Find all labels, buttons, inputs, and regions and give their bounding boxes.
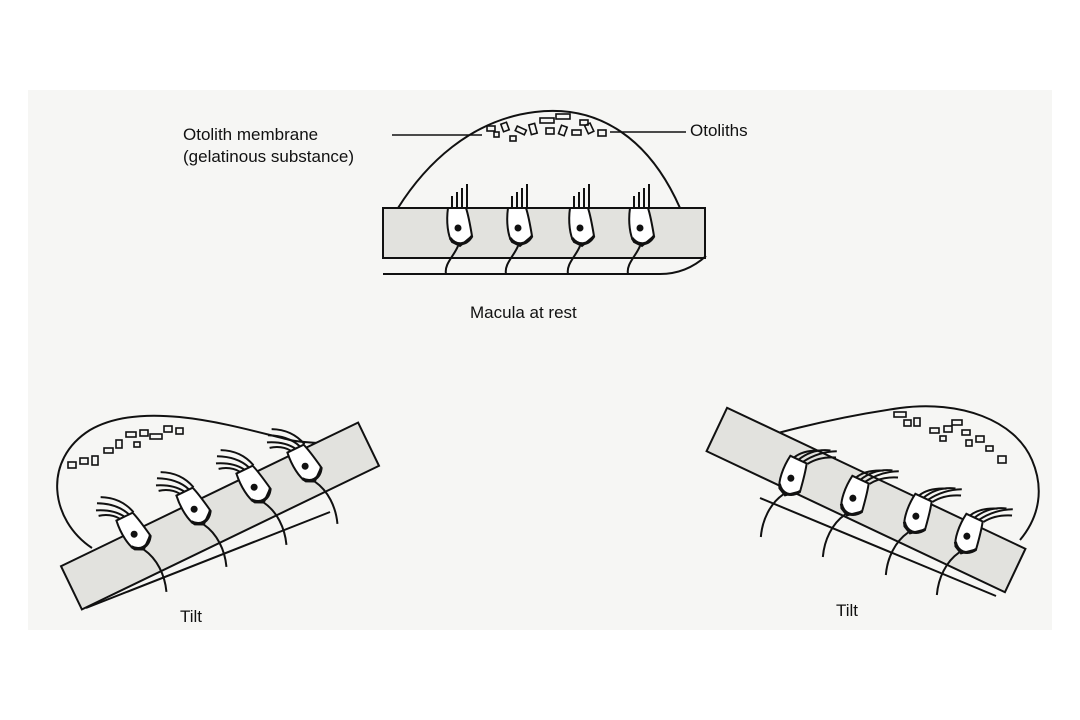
macula-at-rest-drawing [382,109,707,275]
otoliths [486,113,607,142]
hair-cell [626,183,656,275]
gelatinous-substance-label: (gelatinous substance) [183,147,354,166]
sensory-base [382,207,706,259]
right-tilt-drawing [705,405,1040,597]
nerve-fiber-line [383,255,707,275]
otoliths-right [893,411,1007,464]
hair-cell [566,183,596,275]
macula-at-rest-caption: Macula at rest [470,303,577,322]
hair-cell [504,183,534,275]
otolith-membrane [397,109,681,209]
nerve-fiber-line-right [759,497,997,597]
otolith-membrane-right [717,405,1040,541]
otoliths-left [67,425,184,469]
tilt-left-caption: Tilt [180,607,202,626]
otolith-membrane-label: Otolith membrane [183,125,318,144]
left-tilt-drawing [56,414,381,611]
otoliths-label: Otoliths [690,121,748,140]
hair-cell [444,183,474,275]
nerve-fiber-line-left [85,511,331,609]
tilt-right-caption: Tilt [836,601,858,620]
